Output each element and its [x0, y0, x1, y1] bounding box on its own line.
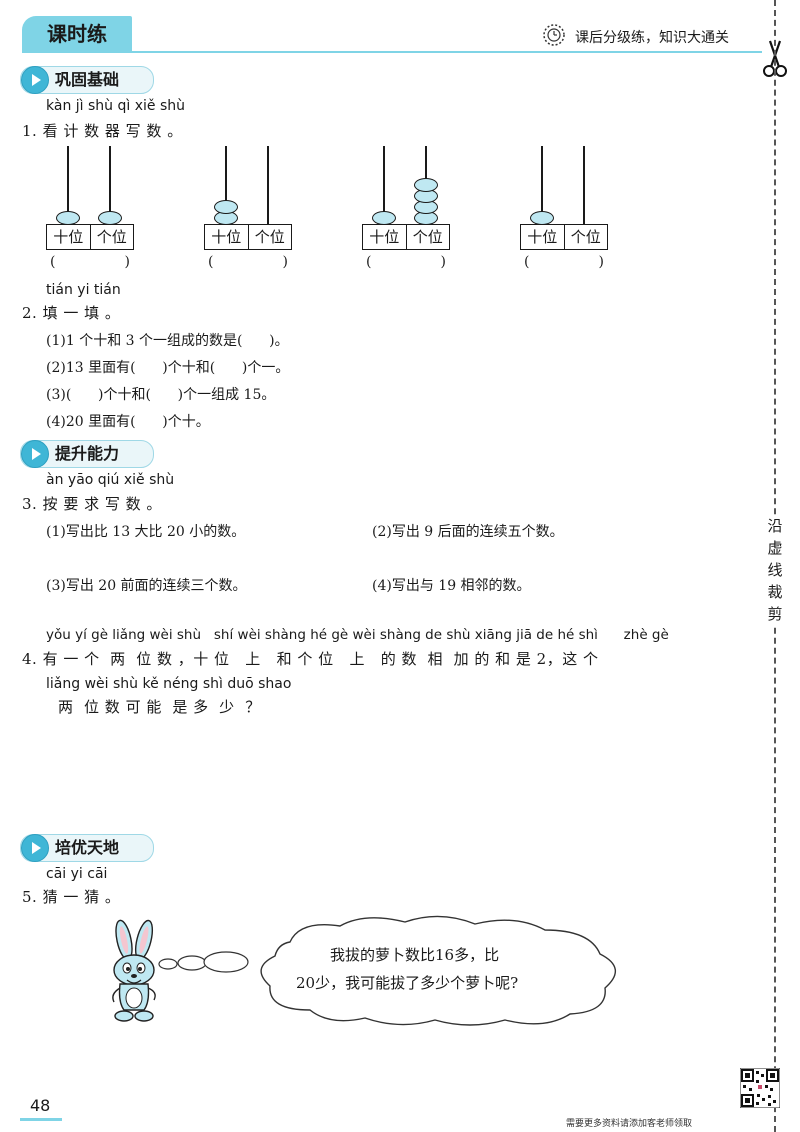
- section-title: 培优天地: [55, 838, 120, 857]
- q4-pinyin-line1: yǒu yí gè liǎng wèi shù shí wèi shàng hé…: [46, 627, 669, 643]
- page-number: 48: [30, 1096, 51, 1115]
- tens-label: 十位: [211, 228, 242, 246]
- footer-note: 需要更多资料请添加客老师领取: [566, 1119, 693, 1129]
- answer-blank[interactable]: (): [50, 254, 130, 270]
- tens-label: 十位: [53, 228, 84, 246]
- abacus-bead: [98, 211, 122, 225]
- play-icon: [21, 66, 49, 94]
- blank-close-paren: ): [282, 254, 288, 270]
- bubble-text-line2: 20少，我可能拔了多少个萝卜呢?: [296, 974, 519, 992]
- ones-label: 个位: [247, 225, 292, 249]
- q5-text: 5. 猜 一 猜 。: [22, 888, 121, 906]
- rabbit-illustration: [112, 919, 156, 1022]
- tens-label: 十位: [527, 228, 558, 246]
- section-title: 提升能力: [55, 444, 120, 463]
- header-rule: [22, 51, 762, 53]
- tens-rod: [67, 146, 69, 224]
- abacus-counter: 十位个位 (): [520, 146, 610, 276]
- play-icon: [21, 834, 49, 862]
- blank-close-paren: ): [440, 254, 446, 270]
- place-value-base: 十位个位: [46, 224, 134, 250]
- ones-label: 个位: [89, 225, 134, 249]
- section-heading-basics: 巩固基础: [20, 66, 154, 94]
- q2-item: (2)13 里面有( )个十和( )个一。: [46, 360, 290, 376]
- q2-item: (4)20 里面有( )个十。: [46, 414, 210, 430]
- abacus-bead: [530, 211, 554, 225]
- place-value-base: 十位个位: [520, 224, 608, 250]
- q3-pinyin: àn yāo qiú xiě shù: [46, 472, 175, 488]
- tens-rod: [541, 146, 543, 224]
- blank-open-paren: (: [208, 254, 214, 270]
- place-value-base: 十位个位: [204, 224, 292, 250]
- header-tab: 课时练: [22, 16, 132, 52]
- q3-text: 3. 按 要 求 写 数 。: [22, 495, 162, 513]
- abacus-bead: [372, 211, 396, 225]
- tens-rod: [383, 146, 385, 224]
- ones-label: 个位: [563, 225, 608, 249]
- blank-open-paren: (: [366, 254, 372, 270]
- q3-item: (4)写出与 19 相邻的数。: [372, 578, 531, 594]
- answer-blank[interactable]: (): [524, 254, 604, 270]
- q3-item: (1)写出比 13 大比 20 小的数。: [46, 524, 246, 540]
- q1-text: 1. 看 计 数 器 写 数 。: [22, 122, 183, 140]
- cut-label: 沿 虚 线 裁 剪: [758, 515, 792, 625]
- answer-blank[interactable]: (): [366, 254, 446, 270]
- section-heading-advanced: 培优天地: [20, 834, 154, 862]
- q4-pinyin-line2: liǎng wèi shù kě néng shì duō shao: [46, 676, 292, 692]
- cut-label-char: 沿: [767, 517, 783, 535]
- tens-label: 十位: [369, 228, 400, 246]
- abacus-bead: [214, 200, 238, 214]
- ones-rod: [583, 146, 585, 224]
- blank-close-paren: ): [598, 254, 604, 270]
- q2-text: 2. 填 一 填 。: [22, 304, 121, 322]
- tens-rod: [225, 146, 227, 224]
- q1-pinyin: kàn jì shù qì xiě shù: [46, 98, 185, 114]
- blank-open-paren: (: [524, 254, 530, 270]
- cut-label-char: 虚: [767, 539, 783, 557]
- section-title: 巩固基础: [55, 70, 120, 89]
- cut-label-char: 剪: [767, 605, 783, 623]
- q3-item: (3)写出 20 前面的连续三个数。: [46, 578, 247, 594]
- cut-label-char: 线: [767, 561, 783, 579]
- q4-line1: 4. 有 一 个 两 位 数 ，十 位 上 和 个 位 上 的 数 相 加 的 …: [22, 650, 599, 668]
- abacus-counter: 十位个位 (): [362, 146, 452, 276]
- place-value-base: 十位个位: [362, 224, 450, 250]
- section-heading-improve: 提升能力: [20, 440, 154, 468]
- thought-bubble: [158, 915, 616, 1026]
- q2-item: (1)1 个十和 3 个一组成的数是( )。: [46, 333, 289, 349]
- alarm-clock-icon: [543, 24, 565, 46]
- header-slogan: 课后分级练，知识大通关: [575, 30, 729, 46]
- abacus-bead: [414, 178, 438, 192]
- abacus-counter: 十位个位 (): [204, 146, 294, 276]
- q3-item: (2)写出 9 后面的连续五个数。: [372, 524, 564, 540]
- page-number-underline: [20, 1118, 62, 1121]
- play-icon: [21, 440, 49, 468]
- blank-open-paren: (: [50, 254, 56, 270]
- abacus-bead: [56, 211, 80, 225]
- q2-pinyin: tián yi tián: [46, 282, 121, 298]
- bubble-text-line1: 我拔的萝卜数比16多，比: [330, 946, 500, 964]
- q2-item: (3)( )个十和( )个一组成 15。: [46, 387, 276, 403]
- q5-pinyin: cāi yi cāi: [46, 866, 108, 882]
- ones-label: 个位: [405, 225, 450, 249]
- qr-code-icon: [740, 1068, 780, 1108]
- answer-blank[interactable]: (): [208, 254, 288, 270]
- q4-line2: 两 位 数 可 能 是 多 少 ？: [58, 698, 261, 716]
- cut-label-char: 裁: [767, 583, 783, 601]
- ones-rod: [109, 146, 111, 224]
- ones-rod: [267, 146, 269, 224]
- abacus-counter: 十位个位 (): [46, 146, 136, 276]
- blank-close-paren: ): [124, 254, 130, 270]
